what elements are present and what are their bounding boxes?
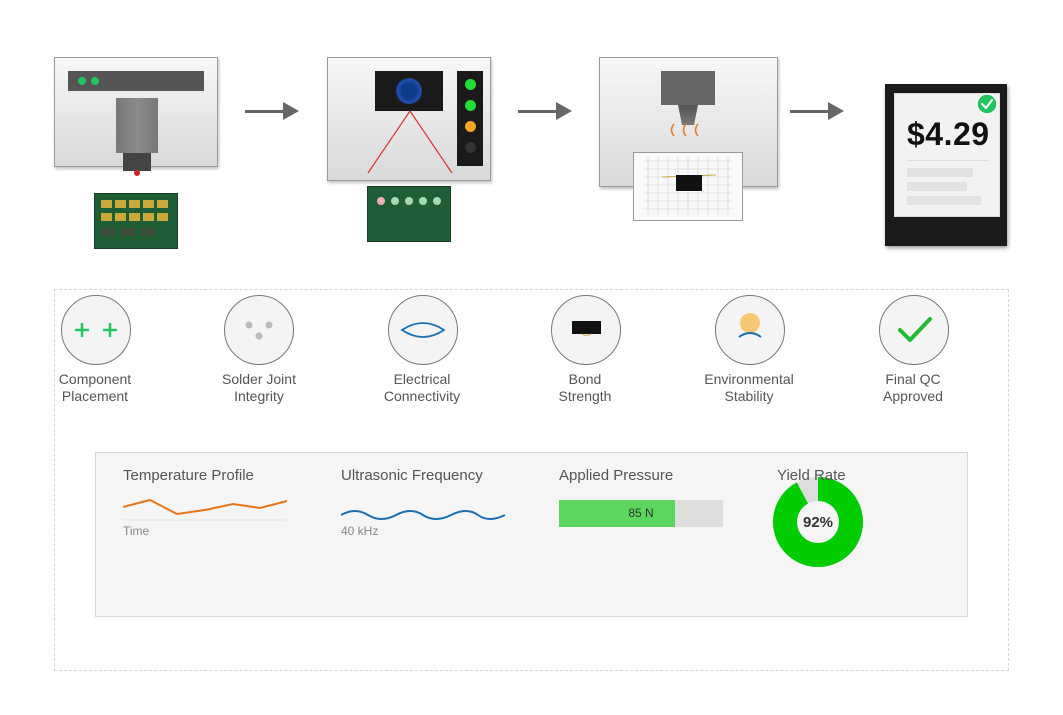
pcb-board-populated bbox=[94, 193, 178, 249]
ultrasonic-title: Ultrasonic Frequency bbox=[341, 467, 483, 484]
qc-steps-panel bbox=[54, 289, 1009, 671]
temperature-title: Temperature Profile bbox=[123, 467, 254, 484]
yield-arc bbox=[773, 477, 863, 567]
ultrasonic-value: 40 kHz bbox=[341, 524, 379, 538]
chip-icon bbox=[572, 321, 601, 336]
step-circle-electrical bbox=[388, 295, 458, 365]
yield-label: 92% bbox=[802, 514, 834, 531]
machine-rail bbox=[68, 71, 204, 91]
status-led-icon bbox=[78, 77, 86, 85]
flow-arrow bbox=[790, 110, 830, 113]
green-light-icon bbox=[465, 100, 476, 111]
step-circle-solder bbox=[224, 295, 294, 365]
status-led-icon bbox=[91, 77, 99, 85]
dots-icon bbox=[245, 321, 273, 340]
optical-inspection-machine bbox=[327, 57, 491, 181]
person-icon bbox=[738, 313, 762, 338]
metrics-panel: Temperature Profile Time Ultrasonic Freq… bbox=[95, 452, 968, 617]
ultrasonic-wave bbox=[341, 510, 506, 520]
off-light-icon bbox=[465, 142, 476, 153]
approved-check-icon bbox=[976, 93, 998, 115]
vibration-waves-icon bbox=[670, 123, 699, 137]
green-light-icon bbox=[465, 79, 476, 90]
bonder-horn bbox=[678, 105, 698, 125]
arrow-head-icon bbox=[283, 102, 299, 120]
bond-test-grid bbox=[633, 152, 743, 221]
arrow-head-icon bbox=[556, 102, 572, 120]
arrow-head-icon bbox=[828, 102, 844, 120]
temperature-sparkline bbox=[123, 498, 288, 521]
checkmark-icon bbox=[898, 317, 932, 342]
yield-title: Yield Rate bbox=[777, 467, 846, 484]
pressure-title: Applied Pressure bbox=[559, 467, 674, 484]
pressure-track: 85 N bbox=[559, 500, 723, 527]
laser-beam-icon bbox=[367, 110, 453, 174]
pressure-fill bbox=[559, 500, 675, 527]
pressure-label: 85 N bbox=[628, 506, 654, 520]
step-circle-environmental bbox=[715, 295, 785, 365]
pcb-board-inspected bbox=[367, 186, 451, 242]
receipt-line bbox=[907, 182, 967, 191]
receipt-line bbox=[907, 168, 973, 177]
pick-place-machine bbox=[54, 57, 218, 176]
step-circle-placement bbox=[61, 295, 131, 365]
placement-head bbox=[116, 98, 158, 153]
plus-pair-icon bbox=[75, 323, 117, 337]
step-circle-bond bbox=[551, 295, 621, 365]
nozzle bbox=[123, 153, 151, 171]
temperature-axis-label: Time bbox=[123, 524, 150, 538]
receipt-line bbox=[907, 196, 981, 205]
flow-arrow bbox=[245, 110, 285, 113]
flow-arrow bbox=[518, 110, 558, 113]
yield-donut bbox=[773, 477, 863, 567]
bonder-head bbox=[661, 71, 715, 105]
step-circle-final-qc bbox=[879, 295, 949, 365]
price-text: $4.29 bbox=[907, 116, 990, 152]
camera-lens-icon bbox=[396, 78, 422, 104]
receipt-divider bbox=[907, 160, 989, 161]
amber-light-icon bbox=[465, 121, 476, 132]
lens-icon bbox=[400, 322, 446, 338]
price-display: $4.29 bbox=[885, 84, 1007, 246]
nozzle-tip bbox=[134, 170, 140, 176]
